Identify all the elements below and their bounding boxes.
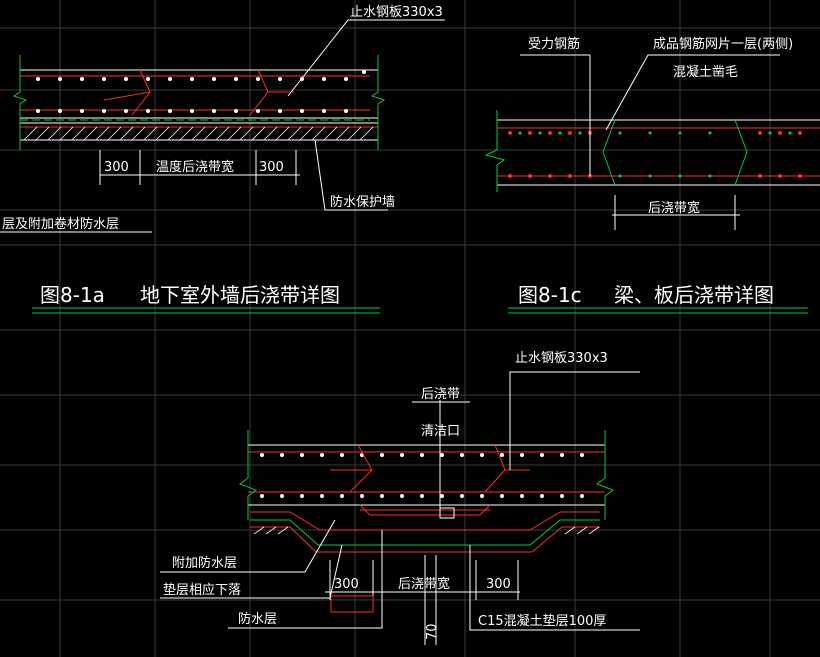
fig-b-plate-label: 止水钢板330x3 bbox=[515, 351, 608, 366]
fig-b-dim-right: 300 bbox=[486, 577, 511, 592]
fig-b-band-label: 后浇带 bbox=[421, 387, 460, 402]
fig-b-extra-wp-label: 附加防水层 bbox=[172, 555, 237, 571]
fig-c-mesh-label: 成品钢筋网片一层(两侧) bbox=[653, 36, 793, 52]
fig-a-protect-label: 防水保护墙 bbox=[330, 194, 395, 210]
fig-a-wall-section bbox=[0, 19, 445, 314]
fig-a-hatching bbox=[23, 126, 374, 141]
fig-c-rebar-label: 受力钢筋 bbox=[528, 36, 580, 52]
fig-a-dim-left: 300 bbox=[104, 160, 129, 175]
fig-b-dim-mid: 后浇带宽 bbox=[398, 576, 450, 592]
fig-b-soil-hatch bbox=[253, 526, 600, 535]
fig-b-c15-label: C15混凝土垫层100厚 bbox=[478, 613, 606, 629]
fig-c-width-label: 后浇带宽 bbox=[648, 200, 700, 216]
fig-b-slab-section bbox=[160, 371, 640, 645]
fig-c-rebar-dots bbox=[508, 131, 802, 178]
fig-c-beam-section bbox=[484, 54, 820, 314]
fig-a-waterproof-label: 层及附加卷材防水层 bbox=[2, 216, 119, 232]
fig-a-plate-label: 止水钢板330x3 bbox=[350, 5, 443, 20]
fig-b-cushion-label: 垫层相应下落 bbox=[163, 582, 241, 598]
fig-a-title-text: 地下室外墙后浇带详图 bbox=[140, 283, 340, 307]
fig-c-title-code: 图8-1c bbox=[518, 283, 582, 307]
fig-c-title-text: 梁、板后浇带详图 bbox=[614, 283, 774, 307]
fig-b-wp-label: 防水层 bbox=[238, 611, 277, 627]
fig-b-dim-left: 300 bbox=[334, 577, 359, 592]
fig-a-dim-right: 300 bbox=[259, 160, 284, 175]
fig-b-clean-label: 清洁口 bbox=[421, 424, 460, 439]
fig-c-green-dots bbox=[518, 131, 792, 178]
fig-a-dim-mid: 温度后浇带宽 bbox=[156, 159, 234, 175]
fig-a-title-code: 图8-1a bbox=[40, 283, 105, 307]
fig-c-rough-label: 混凝土凿毛 bbox=[673, 64, 738, 80]
fig-b-top-dots bbox=[260, 453, 584, 498]
fig-b-depth: 70 bbox=[425, 623, 440, 640]
